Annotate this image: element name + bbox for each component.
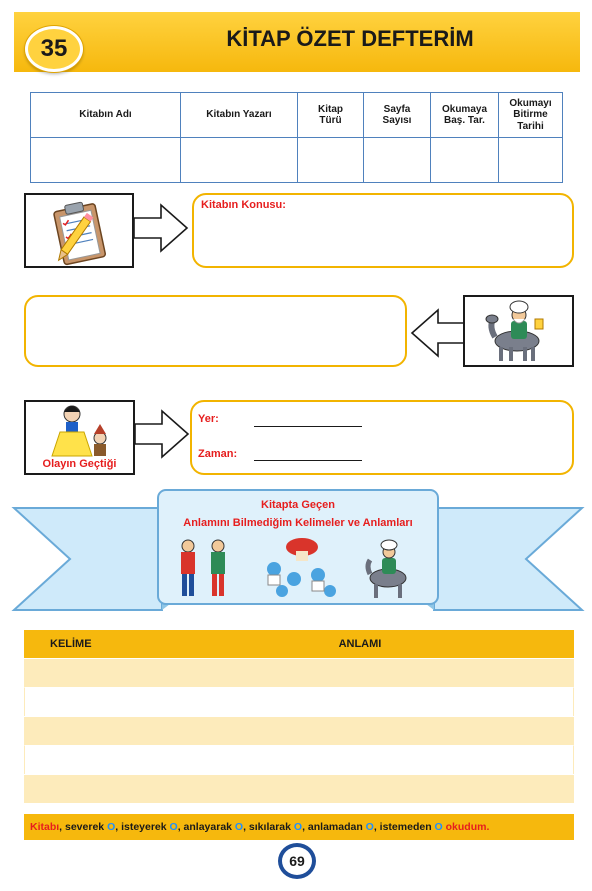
footer-okudum: okudum. <box>445 821 490 833</box>
right-arrow-icon <box>134 409 190 459</box>
page-number: 69 <box>278 843 316 879</box>
circle-option-icon[interactable]: O <box>107 821 116 833</box>
nasreddin-donkey-icon <box>365 539 407 598</box>
table-row[interactable] <box>24 716 574 745</box>
page-count-cell[interactable] <box>363 137 431 183</box>
table-row[interactable] <box>24 687 574 716</box>
time-input-line[interactable] <box>254 460 362 461</box>
right-arrow-icon <box>133 203 189 253</box>
header-bar <box>14 12 580 72</box>
ribbon-banner <box>11 489 585 611</box>
place-time-box: Yer: Zaman: <box>190 400 574 475</box>
column-header-start-date: Okumaya Baş. Tar. <box>430 92 499 138</box>
clipboard-icon <box>53 201 106 266</box>
character-box[interactable] <box>24 295 407 367</box>
footer-isteyerek: , isteyerek <box>115 821 170 833</box>
left-arrow-icon <box>410 308 466 358</box>
circle-option-icon[interactable]: O <box>434 821 443 833</box>
banner-line-1: Kitapta Geçen <box>261 499 335 511</box>
page-count-label: Sayfa Sayısı <box>382 103 412 127</box>
start-date-label: Okumaya Baş. Tar. <box>441 103 488 127</box>
footer-sikilarak: , sıkılarak <box>243 821 294 833</box>
book-info-table: Kitabın Adı Kitabın Yazarı Kitap Türü Sa… <box>30 92 563 183</box>
activity-number-badge: 35 <box>25 26 83 72</box>
genre-cell[interactable] <box>297 137 364 183</box>
book-topic-box[interactable]: Kitabın Konusu: <box>192 193 574 268</box>
smurfs-icon <box>267 538 336 597</box>
snow-white-icon <box>51 405 107 457</box>
table-row[interactable] <box>24 774 574 803</box>
snow-white-picture-box: Olayın Geçtiği <box>24 400 135 475</box>
column-header-page-count: Sayfa Sayısı <box>363 92 431 138</box>
word-column-header: KELİME <box>50 638 92 650</box>
children-icon <box>181 539 225 596</box>
table-row[interactable] <box>24 745 574 774</box>
banner-line-2: Anlamını Bilmediğim Kelimeler ve Anlamla… <box>183 517 413 529</box>
table-row[interactable] <box>24 658 574 687</box>
circle-option-icon[interactable]: O <box>365 821 374 833</box>
footer-severek: , severek <box>59 821 108 833</box>
nasreddin-picture-box <box>463 295 574 367</box>
footer-anlamadan: , anlamadan <box>302 821 366 833</box>
page-title: KİTAP ÖZET DEFTERİM <box>226 26 474 51</box>
vocabulary-table-header: KELİME ANLAMI <box>24 630 574 658</box>
reading-feeling-sentence: Kitabı, severek O, isteyerek O, anlayara… <box>24 814 574 840</box>
setting-caption: Olayın Geçtiği <box>42 458 117 470</box>
nasreddin-donkey-icon <box>485 300 544 361</box>
circle-option-icon[interactable]: O <box>234 821 244 833</box>
column-header-book-name: Kitabın Adı <box>30 92 181 138</box>
book-name-cell[interactable] <box>30 137 181 183</box>
circle-option-icon[interactable]: O <box>169 821 178 833</box>
footer-kitabi: Kitabı <box>30 821 60 833</box>
footer-anlayarak: , anlayarak <box>177 821 235 833</box>
clipboard-picture-box <box>24 193 134 268</box>
place-input-line[interactable] <box>254 426 362 427</box>
place-label: Yer: <box>198 413 219 425</box>
end-date-cell[interactable] <box>498 137 563 183</box>
end-date-label: Okumayı Bitirme Tarihi <box>509 97 552 132</box>
author-cell[interactable] <box>180 137 298 183</box>
column-header-end-date: Okumayı Bitirme Tarihi <box>498 92 563 138</box>
vocabulary-table: KELİME ANLAMI <box>24 630 574 803</box>
circle-option-icon[interactable]: O <box>293 821 303 833</box>
start-date-cell[interactable] <box>430 137 499 183</box>
time-label: Zaman: <box>198 448 238 460</box>
column-header-genre: Kitap Türü <box>297 92 364 138</box>
meaning-column-header: ANLAMI <box>338 638 382 650</box>
footer-istemeden: , istemeden <box>373 821 435 833</box>
genre-label: Kitap Türü <box>318 103 343 127</box>
column-header-author: Kitabın Yazarı <box>180 92 298 138</box>
book-topic-label: Kitabın Konusu: <box>201 199 286 211</box>
